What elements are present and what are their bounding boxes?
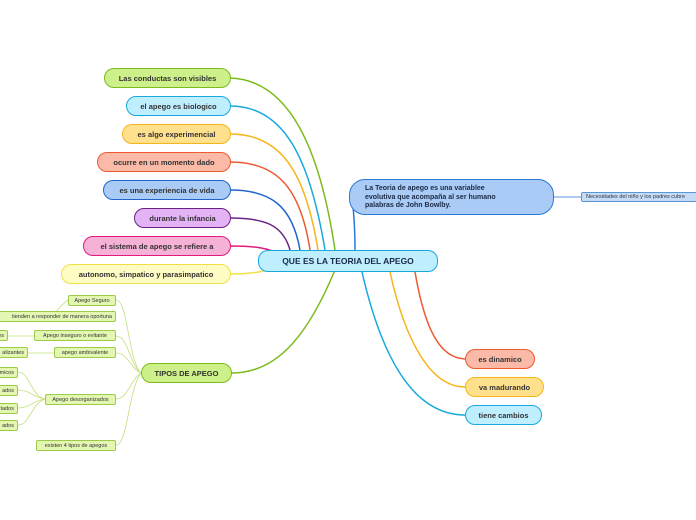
type-item-es[interactable]: es [0,330,8,341]
right-topic-madurando[interactable]: va madurando [465,377,544,397]
connector-desorg-1 [17,371,46,400]
connector-cambios [361,271,466,416]
type-item-ados-2[interactable]: ados [0,420,18,431]
theory-line-1: La Teoria de apego es una variablee [365,185,485,192]
left-topic-biologico[interactable]: el apego es biologico [126,96,231,116]
connector-tipos [231,269,336,374]
connector-dinamico [414,271,466,360]
connector-lines [8,77,581,446]
left-topic-momento[interactable]: ocurre en un momento dado [97,152,231,172]
right-topic-cambios[interactable]: tiene cambios [465,405,542,425]
connector-experiencia [229,189,301,251]
connector-desorg-3 [17,398,46,409]
type-item-tados[interactable]: tados [0,403,18,414]
type-item-tienden[interactable]: tienden a responder de manera oportuna [0,311,116,322]
connector-inseguro [115,335,142,374]
left-topic-experimencial[interactable]: es algo experimencial [122,124,231,144]
types-topic[interactable]: TIPOS DE APEGO [141,363,232,383]
type-item-existen[interactable]: existen 4 tipos de apegos [36,440,116,451]
type-item-micos[interactable]: micos [0,367,18,378]
connector-desorg-2 [17,389,46,400]
left-topic-conductas[interactable]: Las conductas son visibles [104,68,231,88]
theory-topic[interactable]: La Teoria de apego es una variablee evol… [349,179,554,215]
theory-line-3: palabras de John Bowlby. [365,202,451,209]
left-topic-autonomo[interactable]: autonomo, simpatico y parasimpatico [61,264,231,284]
left-topic-infancia[interactable]: durante la infancia [134,208,231,228]
connector-madurando [389,271,466,388]
type-item-ados-1[interactable]: ados [0,385,18,396]
left-topic-experiencia[interactable]: es una experiencia de vida [103,180,231,200]
type-item-inseguro[interactable]: Apego inseguro o evitante [34,330,116,341]
type-item-alizantes[interactable]: alizantes [0,347,28,358]
connector-infancia [229,217,291,251]
connector-seguro [115,299,142,374]
connector-ambivalente [115,352,142,374]
connector-experimencial [229,133,319,251]
type-item-apego-seguro[interactable]: Apego Seguro [68,295,116,306]
right-topic-dinamico[interactable]: es dinamico [465,349,535,369]
theory-child[interactable]: Necesidades del niño y los padres cubre [581,192,696,202]
theory-line-2: evolutiva que acompaña al ser humano [365,193,496,201]
connector-desorg-4 [17,398,46,426]
central-topic[interactable]: QUE ES LA TEORIA DEL APEGO [258,250,438,272]
connector-desorganizados [115,372,142,400]
left-topic-sistema[interactable]: el sistema de apego se refiere a [83,236,231,256]
connector-existen [115,372,142,446]
type-item-desorganizados[interactable]: Apego desorganizados [45,394,116,405]
type-item-ambivalente[interactable]: apego ambivalente [54,347,116,358]
connector-momento [229,161,311,251]
connector-conductas [229,77,336,251]
connector-biologico [229,105,326,251]
